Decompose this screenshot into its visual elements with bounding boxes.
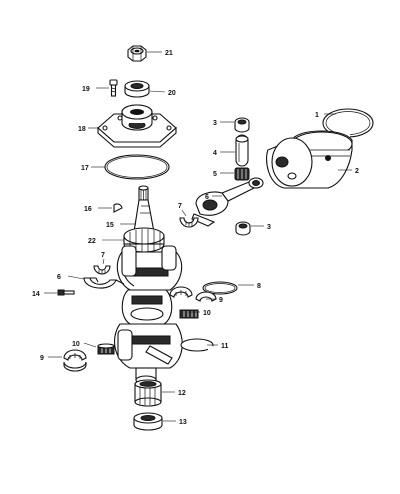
lower-seal-part [133,412,163,431]
callout-22: 22 [88,238,96,245]
callout-12: 12 [178,390,186,397]
screw-part [109,79,118,97]
callout-11: 11 [221,343,229,350]
retaining-ring-upper-part [202,281,238,295]
callout-9a: 9 [219,297,223,304]
nut-part [127,45,147,62]
callout-9b: 9 [40,355,44,362]
callout-5: 5 [213,171,217,178]
piston-pin-part [235,134,249,167]
callout-7b: 7 [101,252,105,259]
callout-3a: 3 [213,120,217,127]
roller-bearing-left-part [97,343,115,355]
callout-13: 13 [179,419,187,426]
callout-17: 17 [81,165,89,172]
thrust-washer-lower-part [235,221,251,236]
callout-4: 4 [213,150,217,157]
rod-bolt-part [57,289,75,296]
callout-3b: 3 [267,224,271,231]
callout-19: 19 [82,86,90,93]
callout-16: 16 [84,206,92,213]
rod-cap-left-part [83,277,125,289]
woodruff-key-part [113,203,123,213]
upper-bearing-housing-part [97,104,177,148]
callout-10a: 10 [203,310,211,317]
crankshaft-part [114,185,183,385]
needle-bearing-small-part [234,167,250,181]
callout-20: 20 [168,90,176,97]
piston-ring-part [322,108,374,138]
callout-6b: 6 [57,274,61,281]
callout-15: 15 [106,222,114,229]
callout-7a: 7 [178,203,182,210]
callout-10b: 10 [72,341,80,348]
callout-18: 18 [78,126,86,133]
o-ring-part [104,154,170,180]
callout-14: 14 [32,291,40,298]
lower-bearing-part [134,379,162,407]
upper-seal-part [124,80,150,98]
rod-bearing-right-part [179,217,199,228]
rod-bearing-left-part [93,265,111,275]
thrust-washer-upper-part [234,117,250,133]
bearing-race-left-part [63,349,87,372]
piston-part [266,130,353,189]
callout-21: 21 [165,50,173,57]
roller-bearing-right-part [179,309,199,319]
callout-2: 2 [355,168,359,175]
callout-1: 1 [315,112,319,119]
connecting-rod-upper-part [191,177,264,227]
callout-6a: 6 [205,194,209,201]
callout-8: 8 [257,283,261,290]
